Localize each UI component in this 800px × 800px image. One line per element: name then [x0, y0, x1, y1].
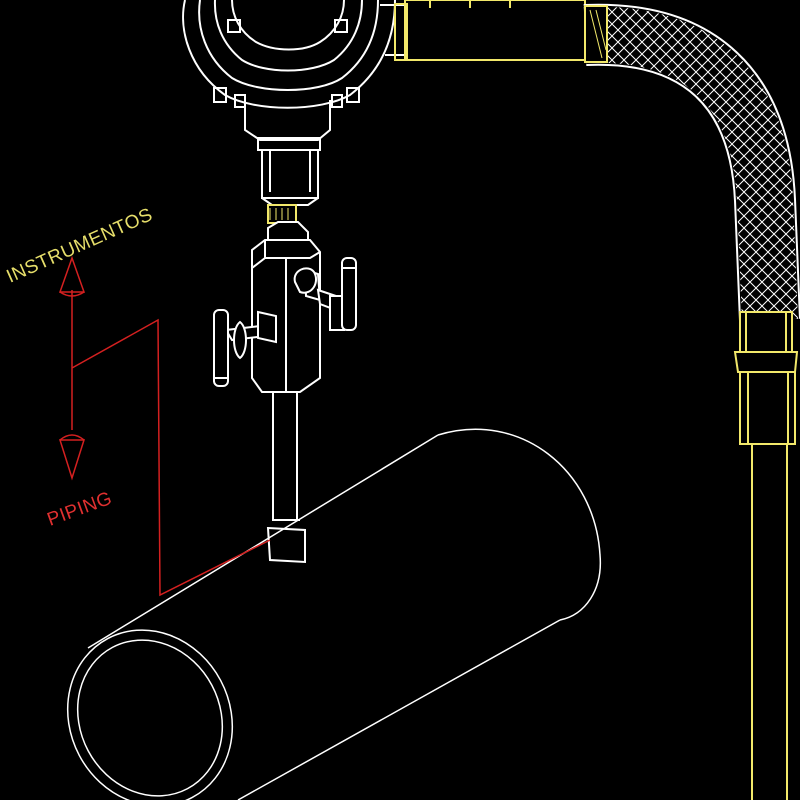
flexible-hose [583, 3, 800, 322]
process-connector [394, 0, 586, 61]
boundary-annotation [71, 290, 271, 597]
impulse-tube [266, 392, 306, 564]
transmitter-housing [182, 0, 406, 206]
manifold-valve [213, 204, 357, 393]
label-instrumentos: INSTRUMENTOS [3, 204, 156, 287]
arrow-up-icon [58, 255, 86, 297]
arrow-down-icon [58, 434, 86, 481]
hose-fitting [733, 311, 799, 800]
label-piping: PIPING [45, 488, 116, 531]
main-pipe [66, 428, 602, 800]
